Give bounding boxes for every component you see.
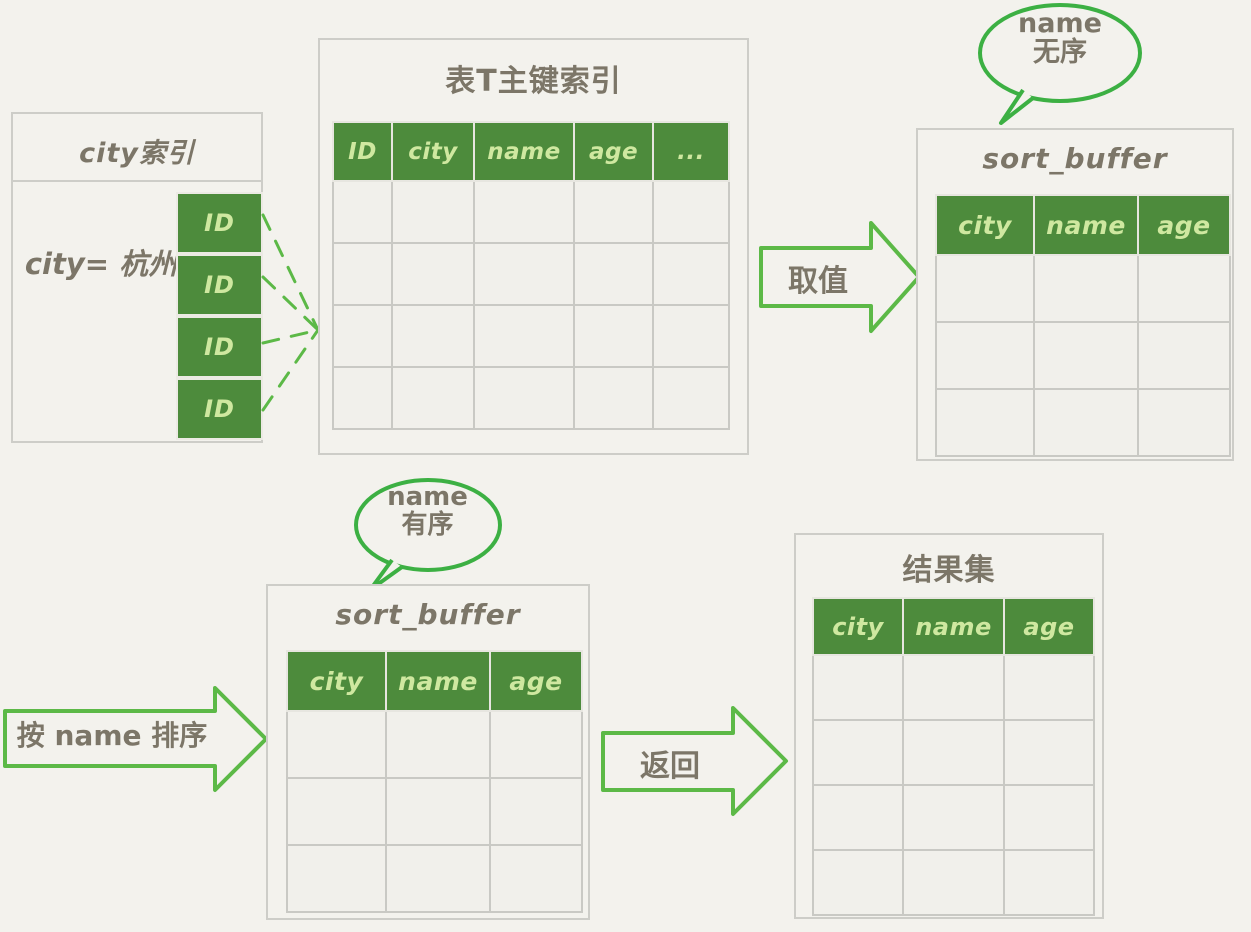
column-header: city xyxy=(935,194,1035,256)
sort-buffer-bottom-grid: city name age xyxy=(286,650,583,913)
column-header: age xyxy=(1003,597,1095,656)
column-header: age xyxy=(573,121,654,182)
table-row xyxy=(935,388,1231,457)
table-row xyxy=(332,304,730,368)
id-cell: ID xyxy=(176,192,263,254)
result-set-grid: city name age xyxy=(812,597,1095,916)
name-sorted-callout: name 有序 xyxy=(350,477,505,599)
column-header: age xyxy=(489,650,583,712)
name-unsorted-callout-text: name 无序 xyxy=(1018,8,1102,69)
sort-by-name-arrow: 按 name 排序 xyxy=(2,684,270,798)
fetch-arrow-label: 取值 xyxy=(788,264,848,299)
name-unsorted-callout: name 无序 xyxy=(975,2,1145,132)
table-row xyxy=(812,719,1095,786)
city-index-title: city索引 xyxy=(79,138,195,169)
table-row: ID city name age ... xyxy=(332,121,730,182)
table-t-panel: 表T主键索引 ID city name age ... xyxy=(318,38,749,455)
return-arrow-label: 返回 xyxy=(640,749,700,784)
column-header: name xyxy=(902,597,1005,656)
city-index-panel: city索引 city= 杭州 ID ID ID ID xyxy=(11,112,263,443)
table-row xyxy=(812,849,1095,916)
table-row: city name age xyxy=(286,650,583,712)
sort-buffer-bottom-title: sort_buffer xyxy=(335,598,521,631)
column-header: ... xyxy=(652,121,730,182)
table-row xyxy=(332,180,730,244)
table-t-title: 表T主键索引 xyxy=(445,64,622,99)
table-row xyxy=(812,784,1095,851)
return-arrow: 返回 xyxy=(600,702,790,824)
sort-buffer-bottom-panel: sort_buffer city name age xyxy=(266,584,590,920)
city-index-condition: city= 杭州 xyxy=(24,247,178,281)
table-t-grid: ID city name age ... xyxy=(332,121,730,430)
table-row: city name age xyxy=(812,597,1095,656)
table-row xyxy=(286,710,583,779)
id-cell: ID xyxy=(176,316,263,378)
table-row: city name age xyxy=(935,194,1231,256)
column-header: name xyxy=(1033,194,1139,256)
id-cell: ID xyxy=(176,254,263,316)
table-row xyxy=(935,321,1231,390)
column-header: city xyxy=(391,121,475,182)
table-row xyxy=(935,254,1231,323)
sort-buffer-top-grid: city name age xyxy=(935,194,1231,457)
name-sorted-callout-text: name 有序 xyxy=(387,482,468,541)
result-set-panel: 结果集 city name age xyxy=(794,533,1104,919)
column-header: city xyxy=(286,650,387,712)
table-row xyxy=(332,242,730,306)
column-header: name xyxy=(385,650,491,712)
result-set-title: 结果集 xyxy=(902,553,996,588)
sort-by-name-arrow-label: 按 name 排序 xyxy=(16,719,208,752)
column-header: ID xyxy=(332,121,393,182)
table-row xyxy=(332,366,730,430)
table-row xyxy=(286,844,583,913)
city-index-id-column: ID ID ID ID xyxy=(176,192,263,440)
sort-buffer-top-title: sort_buffer xyxy=(982,142,1168,175)
column-header: city xyxy=(812,597,904,656)
table-row xyxy=(812,654,1095,721)
city-index-header-divider xyxy=(13,180,261,182)
id-cell: ID xyxy=(176,378,263,440)
table-row xyxy=(286,777,583,846)
column-header: age xyxy=(1137,194,1231,256)
column-header: name xyxy=(473,121,575,182)
sort-buffer-top-panel: sort_buffer city name age xyxy=(916,128,1234,461)
fetch-arrow: 取值 xyxy=(758,218,922,340)
